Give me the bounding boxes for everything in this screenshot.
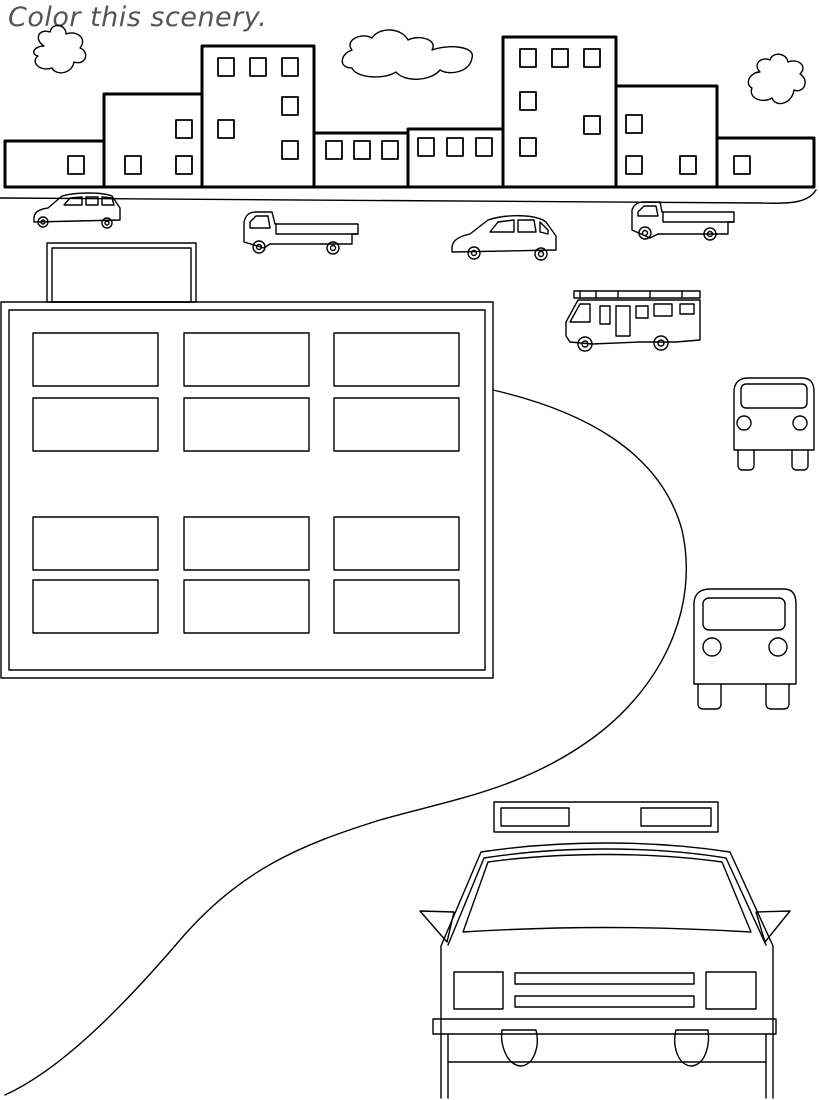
road-curve	[5, 390, 686, 1095]
flatbed-truck-icon	[632, 202, 734, 240]
cloud-icon	[34, 25, 86, 72]
bus-front-icon	[694, 589, 796, 709]
hatchback-car-icon	[34, 193, 120, 228]
flatbed-truck-icon	[244, 212, 358, 254]
office-building-icon	[1, 243, 493, 678]
hatchback-car-icon	[452, 216, 556, 260]
cloud-icon	[342, 30, 472, 79]
cloud-icon	[748, 54, 805, 103]
police-car-front-icon	[420, 802, 790, 1098]
bus-front-icon	[734, 378, 814, 470]
fire-truck-icon	[566, 291, 700, 351]
city-skyline-icon	[0, 37, 816, 203]
